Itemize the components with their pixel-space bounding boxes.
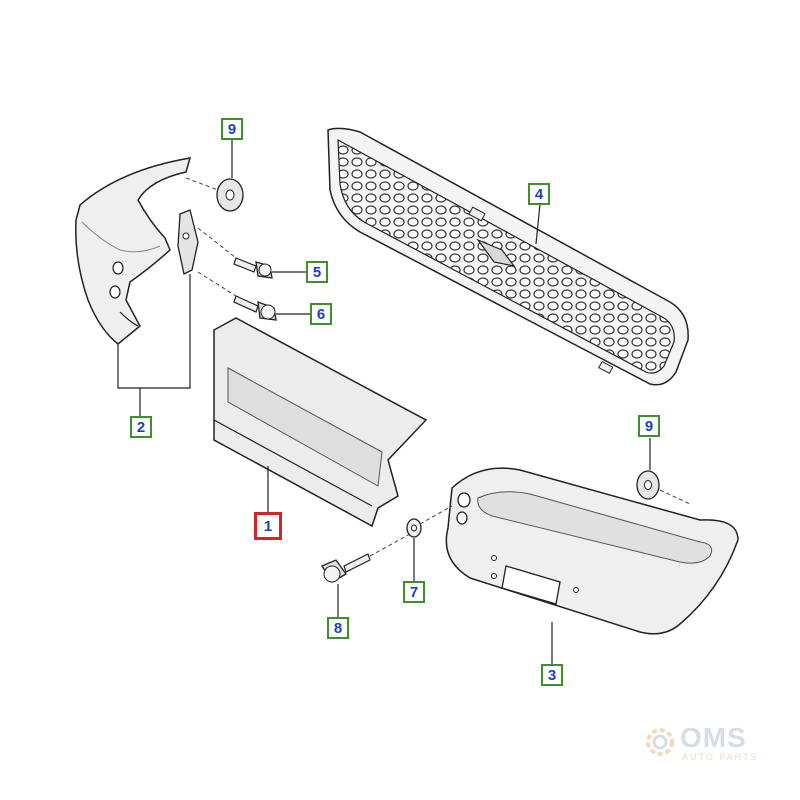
callout-3[interactable]: 3 <box>541 664 563 686</box>
part-7-washer[interactable] <box>406 518 422 538</box>
callout-9-top[interactable]: 9 <box>221 118 243 140</box>
dashed-assembly-lines <box>185 177 691 557</box>
part-5-bolt[interactable] <box>233 257 273 279</box>
part-8-bolt[interactable] <box>321 553 371 583</box>
part-1-center-panel[interactable] <box>213 317 428 528</box>
part-9-washer-right[interactable] <box>636 470 660 500</box>
watermark-tagline: AUTO PARTS <box>682 752 759 762</box>
part-3-right-bumper-end[interactable] <box>445 467 739 635</box>
part-4-grille[interactable] <box>327 127 689 386</box>
part-6-bolt[interactable] <box>233 295 277 321</box>
callout-7[interactable]: 7 <box>403 581 425 603</box>
watermark-brand: OMS <box>680 722 747 753</box>
callout-6[interactable]: 6 <box>310 303 332 325</box>
callout-8[interactable]: 8 <box>327 617 349 639</box>
gear-icon <box>646 728 674 756</box>
callout-1-selected[interactable]: 1 <box>254 512 282 540</box>
brand-watermark: OMS AUTO PARTS <box>642 720 772 770</box>
part-9-washer-top[interactable] <box>216 178 244 212</box>
callout-9-right[interactable]: 9 <box>638 415 660 437</box>
callout-2[interactable]: 2 <box>130 416 152 438</box>
callout-4[interactable]: 4 <box>528 183 550 205</box>
callout-5[interactable]: 5 <box>306 261 328 283</box>
leader-lines <box>117 140 651 664</box>
part-2-left-bumper-end[interactable] <box>75 157 199 345</box>
